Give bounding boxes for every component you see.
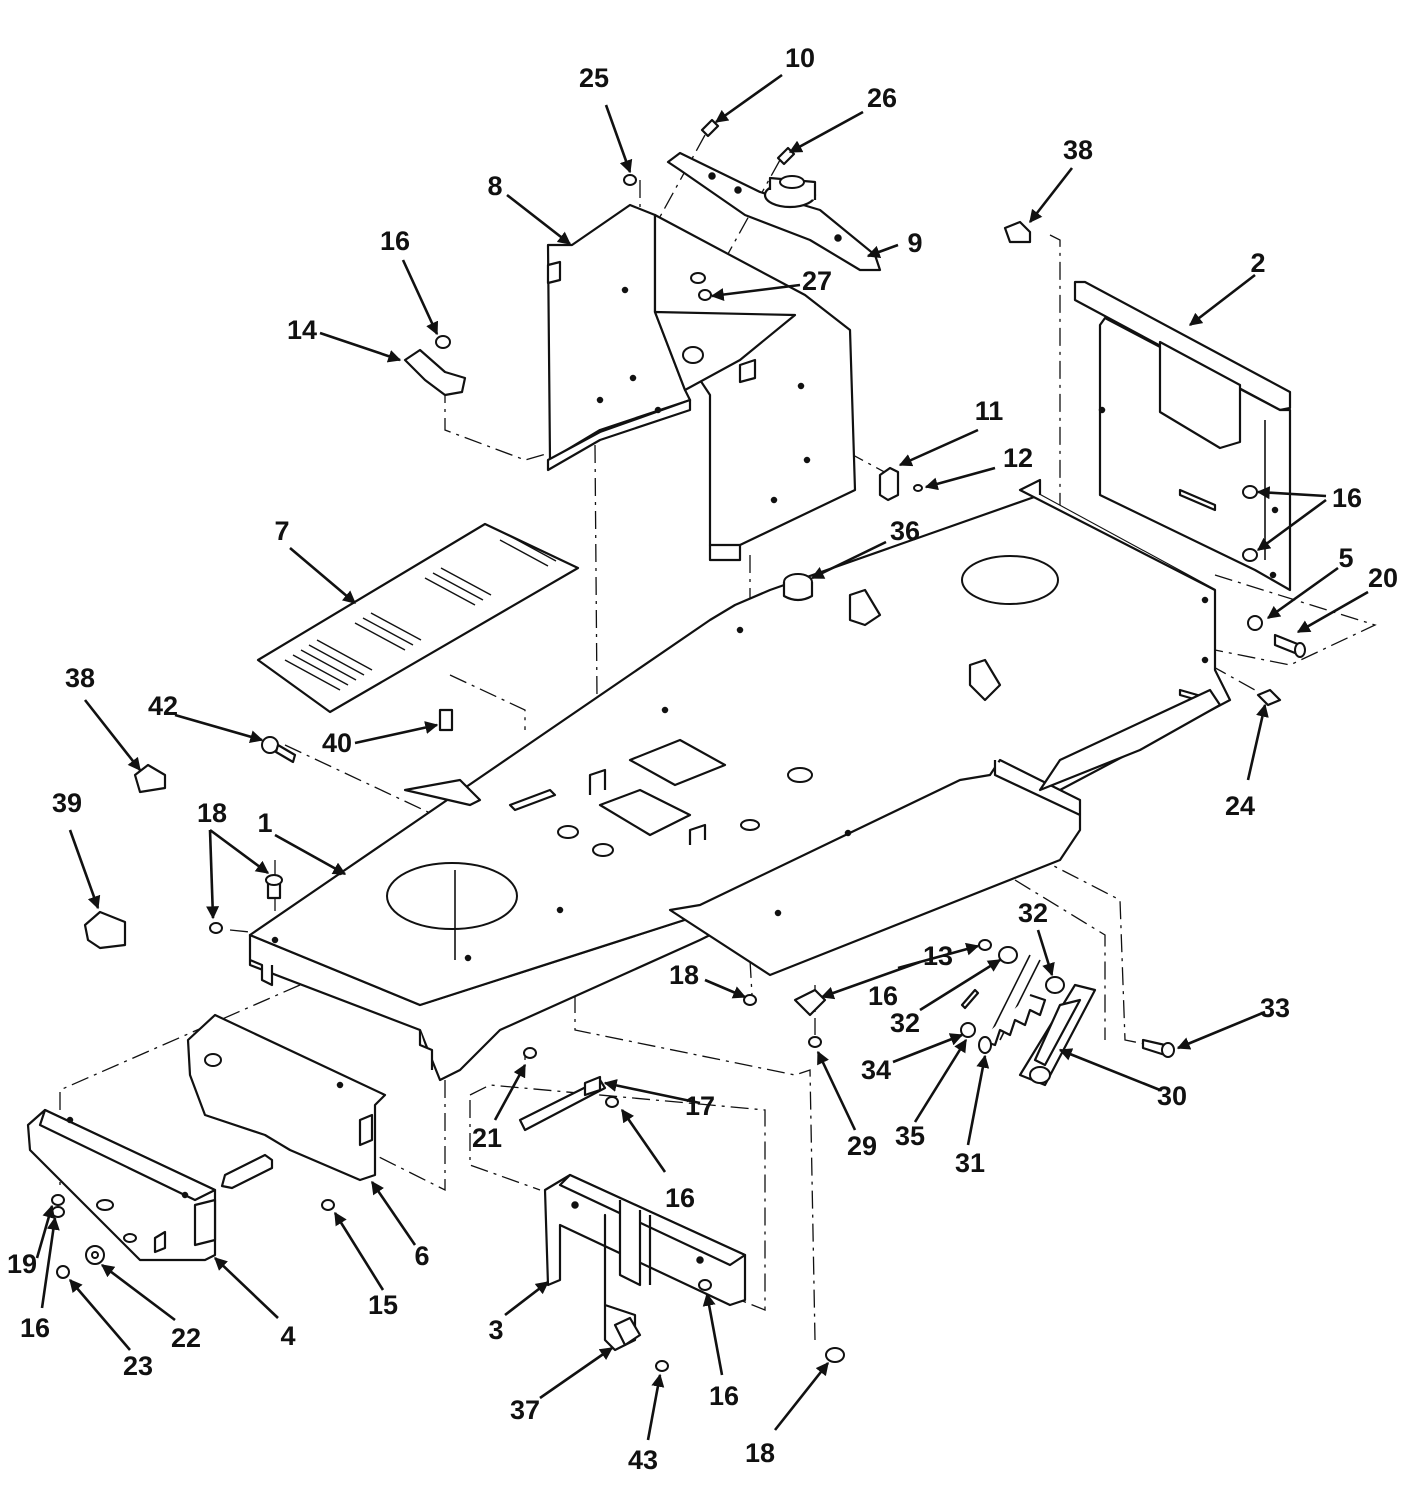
callout-16: 16 (380, 226, 410, 256)
callout-26: 26 (867, 83, 897, 113)
steering-support-part-9 (666, 151, 882, 272)
callout-38: 38 (65, 663, 95, 693)
callout-43: 43 (628, 1445, 658, 1475)
callout-37: 37 (510, 1395, 540, 1425)
callout-25: 25 (579, 63, 609, 93)
rear-panel-part-2 (1073, 280, 1292, 592)
callout-16: 16 (868, 981, 898, 1011)
callout-16: 16 (1332, 483, 1362, 513)
dash-tower-part-8 (546, 203, 857, 562)
callout-38: 38 (1063, 135, 1093, 165)
callout-14: 14 (287, 315, 317, 345)
callout-27: 27 (802, 266, 832, 296)
callout-39: 39 (52, 788, 82, 818)
linkage-part-30 (1018, 983, 1097, 1087)
callout-3: 3 (488, 1315, 503, 1345)
callout-30: 30 (1157, 1081, 1187, 1111)
callout-35: 35 (895, 1121, 925, 1151)
callout-17: 17 (685, 1091, 715, 1121)
callout-32: 32 (890, 1008, 920, 1038)
callout-8: 8 (487, 171, 502, 201)
callout-18: 18 (197, 798, 227, 828)
strap-part-17 (518, 1075, 607, 1132)
callout-16: 16 (20, 1313, 50, 1343)
callout-29: 29 (847, 1131, 877, 1161)
callout-18: 18 (745, 1438, 775, 1468)
callout-6: 6 (414, 1241, 429, 1271)
spring-part-31 (978, 954, 1047, 1054)
callout-22: 22 (171, 1323, 201, 1353)
callout-31: 31 (955, 1148, 985, 1178)
callout-21: 21 (472, 1123, 502, 1153)
callout-40: 40 (322, 728, 352, 758)
callout-18: 18 (669, 960, 699, 990)
callout-10: 10 (785, 43, 815, 73)
callout-5: 5 (1338, 543, 1353, 573)
mid-bracket-part-3 (543, 1173, 747, 1352)
hardware-parts (51, 118, 1306, 1372)
callout-36: 36 (890, 516, 920, 546)
callout-13: 13 (923, 941, 953, 971)
callout-24: 24 (1225, 791, 1255, 821)
callout-23: 23 (123, 1351, 153, 1381)
callout-42: 42 (148, 691, 178, 721)
callout-2: 2 (1250, 248, 1265, 278)
callout-32: 32 (1018, 898, 1048, 928)
main-frame-part-1 (248, 478, 1232, 1082)
callout-20: 20 (1368, 563, 1398, 593)
callout-33: 33 (1260, 993, 1290, 1023)
callout-11: 11 (975, 396, 1004, 426)
mat-hatching (284, 534, 557, 691)
callout-16: 16 (665, 1183, 695, 1213)
callout-7: 7 (274, 516, 289, 546)
callout-12: 12 (1003, 443, 1033, 473)
front-plate-part-6 (186, 1013, 387, 1190)
callout-1: 1 (257, 808, 272, 838)
callout-15: 15 (368, 1290, 398, 1320)
front-bracket-part-4 (26, 1108, 217, 1262)
callout-4: 4 (280, 1321, 295, 1351)
callout-34: 34 (861, 1055, 891, 1085)
callout-16: 16 (709, 1381, 739, 1411)
callout-9: 9 (907, 228, 922, 258)
floor-mat-part-7 (256, 522, 580, 714)
leader-arrows (35, 73, 1369, 1441)
callout-19: 19 (7, 1249, 37, 1279)
callout-labels: 25 10 26 38 8 9 16 27 2 14 11 12 16 7 36… (7, 43, 1398, 1475)
